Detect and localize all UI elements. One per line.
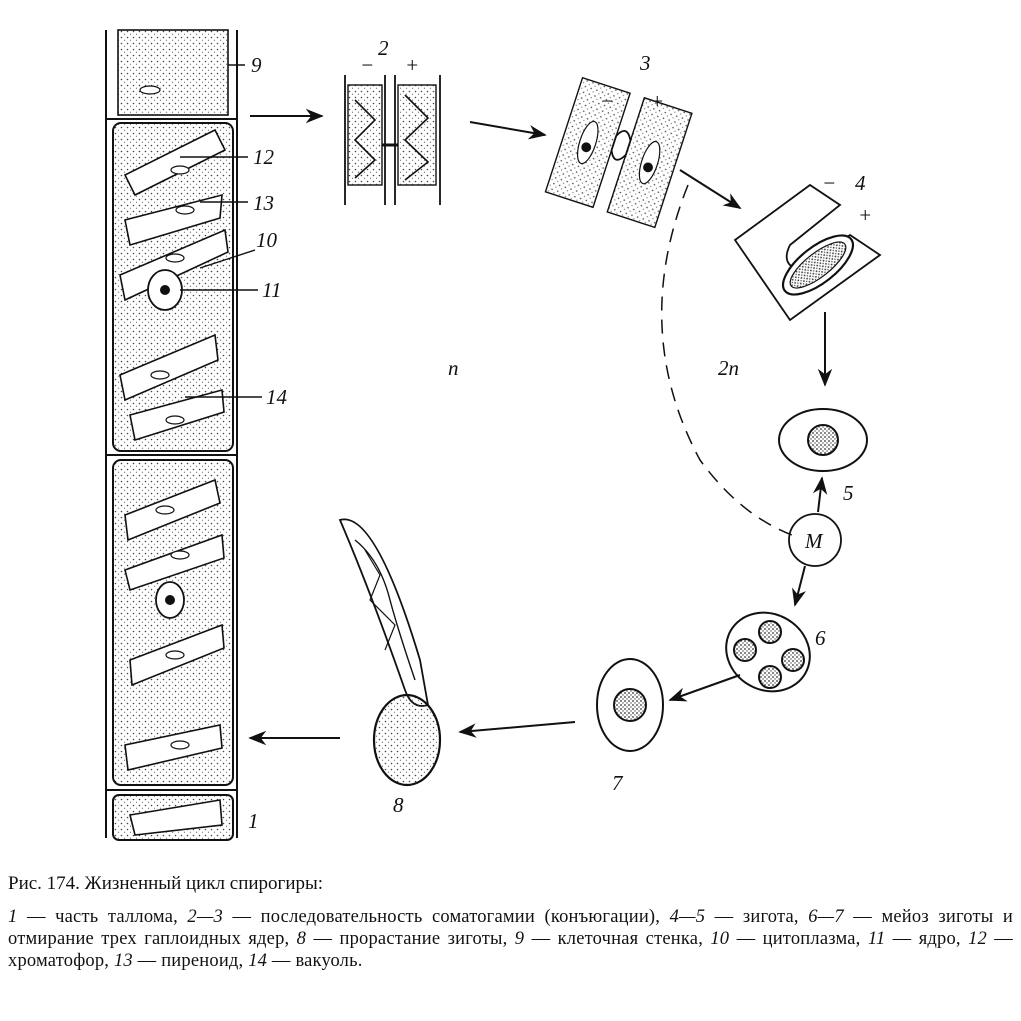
- legend-number: 11: [867, 929, 886, 949]
- label-stage7: 7: [612, 771, 624, 795]
- legend-text: — вакуоль.: [267, 951, 363, 971]
- stage6-four-nuclei: [725, 611, 811, 693]
- legend-text: — клеточная стенка,: [524, 929, 711, 949]
- legend-text: — прорастание зиготы,: [306, 929, 515, 949]
- legend-number: 4—5: [669, 907, 706, 927]
- label-stage2-plus: +: [405, 53, 419, 77]
- legend-text: — цитоплазма,: [729, 929, 868, 949]
- label-meiosis: М: [804, 529, 824, 553]
- label-stage4-plus: +: [858, 203, 872, 227]
- legend-number: 6—7: [808, 907, 844, 927]
- label-stage3-plus: +: [650, 89, 664, 113]
- stage5-zygote: [778, 408, 868, 472]
- label-stage1: 1: [248, 809, 259, 833]
- label-chromatophore: 12: [253, 145, 275, 169]
- legend-text: — ядро,: [885, 929, 969, 949]
- spirogyra-life-cycle-diagram: 1 2 3 4 5 6 7 8 9 12 13 10 11 14 п 2п М …: [105, 29, 882, 841]
- legend-text: — часть таллома,: [17, 907, 188, 927]
- legend-text: — пиреноид,: [132, 951, 249, 971]
- stage7-single-nucleus: [596, 658, 664, 752]
- label-stage4-minus: −: [822, 171, 836, 195]
- label-diploid: 2п: [718, 356, 739, 380]
- legend-number: 2—3: [187, 907, 223, 927]
- label-haploid: п: [448, 356, 459, 380]
- label-stage3: 3: [639, 51, 651, 75]
- legend-text: — хроматофор,: [8, 929, 1014, 971]
- caption-title: Рис. 174. Жизненный цикл спирогиры:: [8, 873, 324, 894]
- legend-number: 10: [710, 929, 730, 949]
- legend-number: 1: [8, 907, 18, 927]
- label-stage6: 6: [815, 626, 826, 650]
- ploidy-boundary-dashed: [660, 184, 793, 536]
- label-nucleus: 11: [262, 278, 281, 302]
- stage3-conjugation-tube: [544, 76, 693, 229]
- label-stage2: 2: [378, 36, 389, 60]
- stage4-zygote-formation: [733, 183, 882, 322]
- legend-number: 9: [514, 929, 525, 949]
- stage2-conjugation-start: [344, 75, 441, 205]
- label-cytoplasm: 10: [256, 228, 278, 252]
- legend-text: — мейоз зиготы и отмирание трех гаплоидн…: [8, 907, 1013, 949]
- meiosis-marker: [788, 513, 842, 567]
- legend-text: — последовательность соматогамии (конъюг…: [222, 907, 670, 927]
- legend-number: 12: [968, 929, 987, 949]
- legend-number: 14: [248, 951, 268, 971]
- stage8-germinating-zygote: [338, 518, 442, 787]
- diagram-labels: 1 2 3 4 5 6 7 8 9 12 13 10 11 14 п 2п М …: [248, 36, 872, 833]
- cycle-arrows: [248, 108, 833, 746]
- legend-text: — зигота,: [705, 907, 809, 927]
- label-stage8: 8: [393, 793, 404, 817]
- label-stage2-minus: −: [360, 53, 374, 77]
- legend-number: 8: [296, 929, 307, 949]
- part-leader-lines: [180, 64, 262, 398]
- label-stage5: 5: [843, 481, 854, 505]
- legend-number: 13: [113, 951, 133, 971]
- label-vacuole: 14: [266, 385, 288, 409]
- caption-legend: 1 — часть таллома, 2—3 — последовательно…: [8, 906, 1013, 972]
- label-pyrenoid: 13: [253, 191, 274, 215]
- label-stage4: 4: [855, 171, 866, 195]
- label-stage3-minus: −: [600, 89, 614, 113]
- filament-thallus: [105, 29, 238, 841]
- label-cellwall: 9: [251, 53, 262, 77]
